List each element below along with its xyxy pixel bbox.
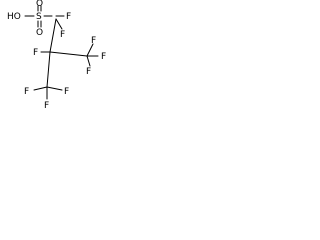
atom-label-f-c2-left: F [33, 48, 38, 58]
bond-cf3b-f-left [33, 86, 48, 91]
bond-cf3a-f-bottom [86, 55, 91, 67]
chemical-structure: HO S O O F F F F F F F F F [7, 0, 106, 110]
bond-cf3a-f-top [86, 43, 94, 57]
atom-label-s: S [36, 12, 42, 22]
bond-c1-f-lower [55, 18, 63, 30]
bond-cf3b-f-right [46, 86, 63, 91]
atom-label-f-cf3b-bottom: F [44, 101, 49, 110]
bond-lines [24, 5, 99, 100]
atom-label-f-cf3b-left: F [24, 87, 29, 97]
atom-label-f-cf3a-top: F [91, 36, 96, 46]
atom-label-f-c1-right: F [66, 12, 71, 22]
bond-c2-cf3b [46, 51, 51, 88]
atom-label-f-cf3a-right: F [101, 52, 106, 62]
atom-label-f-cf3b-right: F [64, 87, 69, 97]
atom-labels: HO S O O F F F F F F F F F [7, 0, 106, 110]
atom-label-f-c1-lower: F [60, 30, 65, 40]
atom-label-o-top: O [36, 0, 43, 9]
bond-c1-c2 [49, 18, 57, 53]
atom-label-f-cf3a-bottom: F [86, 67, 91, 77]
bond-c2-cf3a [49, 51, 88, 57]
atom-label-ho: HO [7, 12, 21, 22]
atom-label-o-bottom: O [36, 28, 43, 38]
